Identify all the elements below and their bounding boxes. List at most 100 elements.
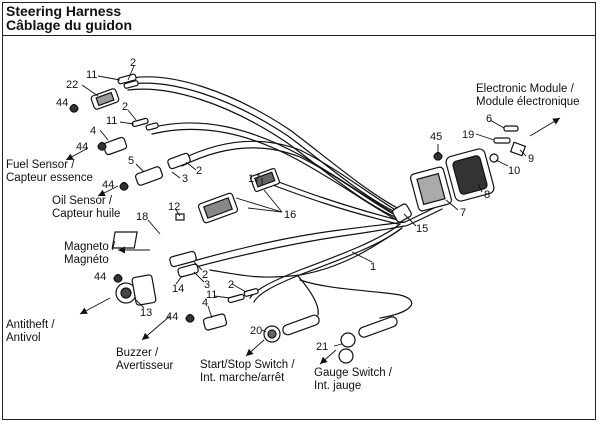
callout-15: 15 (416, 223, 428, 235)
gauge-body (358, 316, 398, 338)
arrow-gauge (319, 349, 337, 365)
leader-2a (127, 65, 135, 81)
pin-2-lower (243, 288, 259, 297)
leader-lines (65, 65, 561, 365)
callout-44-a: 44 (56, 97, 68, 109)
leader-6 (489, 119, 505, 129)
arrow-fuel (65, 147, 89, 161)
screw-6 (503, 125, 519, 132)
drop-44-4 (113, 273, 123, 283)
leader-2d (193, 261, 203, 271)
label-startstop-fr: Int. marche/arrêt (200, 372, 285, 384)
connector-3-lower (177, 263, 199, 278)
connector-4-lower (202, 313, 228, 331)
label-buzzer-fr: Avertisseur (116, 360, 173, 372)
callout-7: 7 (460, 207, 466, 219)
callout-10: 10 (508, 165, 520, 177)
wire-lower-2 (191, 225, 406, 269)
antitheft-socket-inner (120, 287, 132, 299)
wire-to-gauge (299, 279, 413, 319)
leader-5 (135, 163, 145, 173)
wire-5-1 (179, 140, 403, 215)
callout-6: 6 (486, 113, 492, 125)
callout-11-top: 11 (86, 69, 97, 81)
leader-20 (261, 329, 267, 333)
callout-3-b: 3 (204, 279, 210, 291)
callout-4-a: 4 (90, 125, 96, 137)
drop-44-3 (119, 181, 129, 191)
bracket-18 (111, 231, 138, 249)
arrow-oil (97, 185, 119, 197)
startstop-ring-inner (267, 329, 277, 339)
drop-44-2 (97, 141, 107, 151)
wire-to-startstop (297, 275, 319, 316)
wire-17b (269, 183, 399, 225)
callout-2-e: 2 (228, 279, 234, 291)
callout-19: 19 (462, 129, 474, 141)
leader-16b (247, 207, 283, 213)
connector-magneto (169, 250, 197, 268)
label-fuel-sensor-fr: Capteur essence (6, 172, 93, 184)
leader-11c (213, 295, 231, 299)
callout-22: 22 (66, 79, 78, 91)
connector-5 (134, 166, 164, 186)
pin-2-upper (145, 122, 159, 131)
callout-1: 1 (370, 261, 376, 273)
leader-3b (193, 271, 205, 283)
leader-2e (231, 283, 247, 293)
callout-16: 16 (284, 209, 296, 221)
wire-trunk-2 (253, 227, 403, 303)
label-module-en: Electronic Module / (476, 83, 575, 95)
arrow-antitheft (79, 297, 111, 315)
startstop-body (282, 314, 320, 336)
leader-1 (351, 251, 373, 263)
callout-4-b: 4 (202, 297, 208, 309)
label-oil-sensor-fr: Capteur huile (52, 208, 120, 220)
arrow-buzzer (141, 315, 171, 341)
wire-lower-1 (189, 221, 406, 263)
callout-21: 21 (316, 341, 328, 353)
leader-12 (175, 209, 181, 217)
leader-13 (135, 299, 145, 309)
arrow-module (529, 117, 561, 137)
wire-to-bus-2 (405, 208, 443, 227)
callout-45: 45 (430, 131, 442, 143)
wire-trunk-1 (249, 223, 401, 299)
label-module-fr: Module électronique (476, 96, 580, 108)
wire-5-2 (181, 147, 401, 219)
title-french: Câblage du guidon (6, 17, 132, 33)
callout-14: 14 (172, 283, 184, 295)
leader-11a (97, 75, 121, 81)
connector-17-inner (254, 171, 276, 188)
gauge-ring-2 (338, 348, 354, 364)
leader-2c (185, 161, 197, 171)
callout-2-top: 2 (130, 57, 136, 69)
label-magneto-en: Magneto / (64, 241, 116, 253)
label-oil-sensor-en: Oil Sensor / (52, 195, 113, 207)
antitheft-body (131, 274, 157, 306)
label-buzzer-en: Buzzer / (116, 347, 159, 359)
pin-2-top (123, 80, 139, 89)
callout-2-c: 2 (196, 165, 202, 177)
components (69, 73, 527, 364)
callout-2-b: 2 (122, 101, 128, 113)
label-startstop-en: Start/Stop Switch / (200, 359, 295, 371)
diagram-frame (2, 2, 596, 420)
wire-top-1 (131, 76, 406, 213)
drop-45 (433, 151, 443, 161)
drop-44-1 (69, 103, 79, 113)
leader-21 (333, 343, 343, 347)
screw-19 (493, 137, 511, 144)
leader-7 (445, 199, 459, 211)
callout-44-b: 44 (76, 141, 88, 153)
callout-9: 9 (528, 153, 534, 165)
pin-11-lower (227, 293, 245, 304)
wire-mid-2 (151, 128, 401, 223)
callout-8: 8 (484, 189, 490, 201)
clamp-15 (392, 203, 412, 223)
callout-20: 20 (250, 325, 262, 337)
leader-11b (119, 121, 135, 125)
connector-16-inner (202, 197, 234, 219)
callout-13: 13 (140, 307, 152, 319)
